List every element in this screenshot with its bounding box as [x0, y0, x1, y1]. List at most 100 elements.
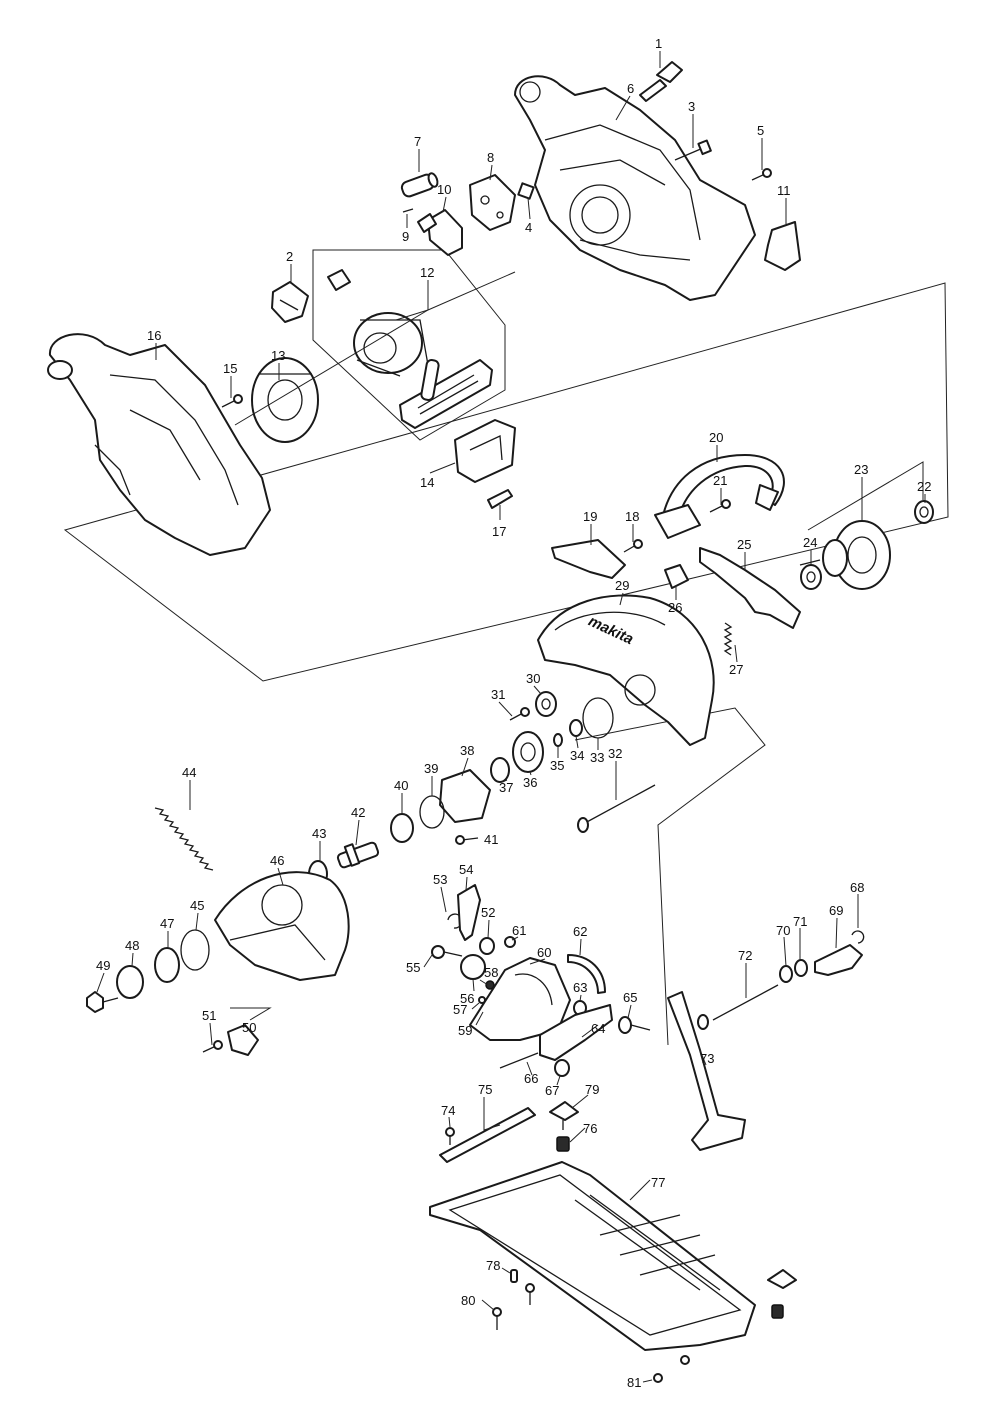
arc-guide	[567, 954, 606, 994]
callout-9: 9	[402, 229, 409, 244]
label-17	[487, 489, 513, 509]
callout-21: 21	[713, 473, 727, 488]
screw-15	[221, 394, 243, 408]
callout-53: 53	[433, 872, 447, 887]
callout-3: 3	[688, 99, 695, 114]
callout-63: 63	[573, 980, 587, 995]
part-drawings: makita	[47, 61, 934, 1383]
callout-64: 64	[591, 1021, 605, 1036]
callout-34: 34	[570, 748, 584, 763]
spring-58	[485, 980, 495, 990]
screw-81b	[680, 1355, 690, 1365]
callout-80: 80	[461, 1293, 475, 1308]
armature	[799, 520, 891, 590]
callout-48: 48	[125, 938, 139, 953]
callout-47: 47	[160, 916, 174, 931]
callout-77: 77	[651, 1175, 665, 1190]
callout-79: 79	[585, 1082, 599, 1097]
safety-guard	[214, 871, 350, 981]
callout-4: 4	[525, 220, 532, 235]
screw-51	[202, 1040, 223, 1053]
screw-5	[751, 168, 772, 181]
helical-gear	[512, 731, 544, 773]
callout-15: 15	[223, 361, 237, 376]
label-plate	[764, 221, 801, 271]
e-ring-68	[851, 930, 865, 944]
snap-ring-45	[180, 929, 210, 971]
rip-lever	[814, 944, 863, 976]
callout-39: 39	[424, 761, 438, 776]
callout-40: 40	[394, 778, 408, 793]
screw-61	[504, 936, 516, 948]
screw-41	[455, 835, 479, 845]
wing-screw-2	[767, 1269, 797, 1319]
controller-14	[454, 419, 516, 483]
callout-24: 24	[803, 535, 817, 550]
screw-21	[709, 499, 731, 513]
fan-baffle	[251, 357, 319, 443]
callout-65: 65	[623, 990, 637, 1005]
nut-67	[554, 1059, 570, 1077]
small-sleeve	[400, 172, 439, 198]
callout-35: 35	[550, 758, 564, 773]
callout-73: 73	[700, 1051, 714, 1066]
switch-body	[417, 209, 463, 256]
housing-right	[514, 75, 756, 301]
callout-74: 74	[441, 1103, 455, 1118]
guard-lever	[227, 1024, 259, 1056]
callout-56: 56	[460, 991, 474, 1006]
callout-22: 22	[917, 479, 931, 494]
housing-left	[47, 333, 271, 556]
callout-76: 76	[583, 1121, 597, 1136]
callout-32: 32	[608, 746, 622, 761]
callout-30: 30	[526, 671, 540, 686]
depth-knob	[460, 954, 486, 980]
callout-33: 33	[590, 750, 604, 765]
wing-screw	[549, 1101, 579, 1130]
callout-7: 7	[414, 134, 421, 149]
callout-6: 6	[627, 81, 634, 96]
callout-78: 78	[486, 1258, 500, 1273]
nut-71	[794, 959, 808, 977]
inner-flange	[154, 947, 180, 983]
base-plate	[429, 1161, 756, 1351]
callout-13: 13	[271, 348, 285, 363]
screw-18	[623, 539, 643, 553]
bolt-65	[618, 1016, 651, 1034]
hex-bolt	[86, 991, 119, 1013]
callout-71: 71	[793, 914, 807, 929]
field-stator	[327, 269, 429, 377]
bolt-66	[499, 1052, 539, 1069]
guide-rod	[712, 984, 779, 1021]
small-pin	[402, 208, 414, 213]
leader-lines	[96, 51, 926, 1383]
small-cube	[517, 182, 535, 200]
controller-block	[469, 174, 516, 231]
callout-19: 19	[583, 509, 597, 524]
callout-5: 5	[757, 123, 764, 138]
ring-35	[553, 733, 563, 747]
rip-fence	[667, 991, 746, 1151]
callout-59: 59	[458, 1023, 472, 1038]
callout-70: 70	[776, 923, 790, 938]
callout-81: 81	[627, 1375, 641, 1390]
retainer-39	[419, 795, 445, 829]
callout-69: 69	[829, 903, 843, 918]
callout-57: 57	[453, 1002, 467, 1017]
switch-2	[271, 281, 309, 323]
callout-44: 44	[182, 765, 196, 780]
callout-45: 45	[190, 898, 204, 913]
callout-17: 17	[492, 524, 506, 539]
callout-25: 25	[737, 537, 751, 552]
callout-26: 26	[668, 600, 682, 615]
lever-bracket	[551, 539, 626, 579]
lock-button-26	[664, 564, 689, 589]
callout-11: 11	[777, 183, 791, 198]
tilt-bracket	[469, 957, 571, 1041]
callout-27: 27	[729, 662, 743, 677]
callout-31: 31	[491, 687, 505, 702]
screw-78b	[525, 1283, 535, 1305]
spindle	[336, 841, 380, 869]
callout-16: 16	[147, 328, 161, 343]
